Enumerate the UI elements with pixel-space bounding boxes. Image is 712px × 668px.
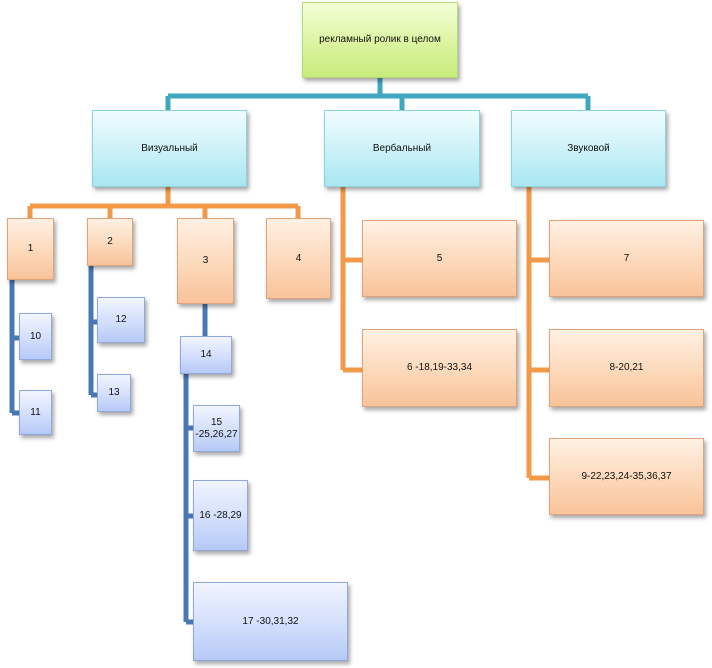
node-sound: Звуковой <box>511 110 666 187</box>
node-7: 7 <box>549 220 704 297</box>
node-4: 4 <box>266 218 331 299</box>
node-8: 8-20,21 <box>549 329 704 407</box>
node-3: 3 <box>177 218 234 304</box>
node-17: 17 -30,31,32 <box>193 582 348 661</box>
node-10: 10 <box>19 313 52 360</box>
node-root: рекламный ролик в целом <box>302 2 458 78</box>
node-16: 16 -28,29 <box>193 480 248 551</box>
node-2: 2 <box>87 218 133 266</box>
node-11: 11 <box>19 390 52 435</box>
node-verbal: Вербальный <box>324 110 480 187</box>
node-13: 13 <box>97 374 131 412</box>
node-9: 9-22,23,24-35,36,37 <box>549 438 704 515</box>
node-15: 15 -25,26,27 <box>193 405 240 452</box>
node-1: 1 <box>7 218 54 280</box>
node-14: 14 <box>180 336 232 374</box>
node-6: 6 -18,19-33,34 <box>362 329 517 407</box>
node-12: 12 <box>97 297 145 343</box>
node-visual: Визуальный <box>92 110 247 187</box>
node-5: 5 <box>362 220 517 297</box>
